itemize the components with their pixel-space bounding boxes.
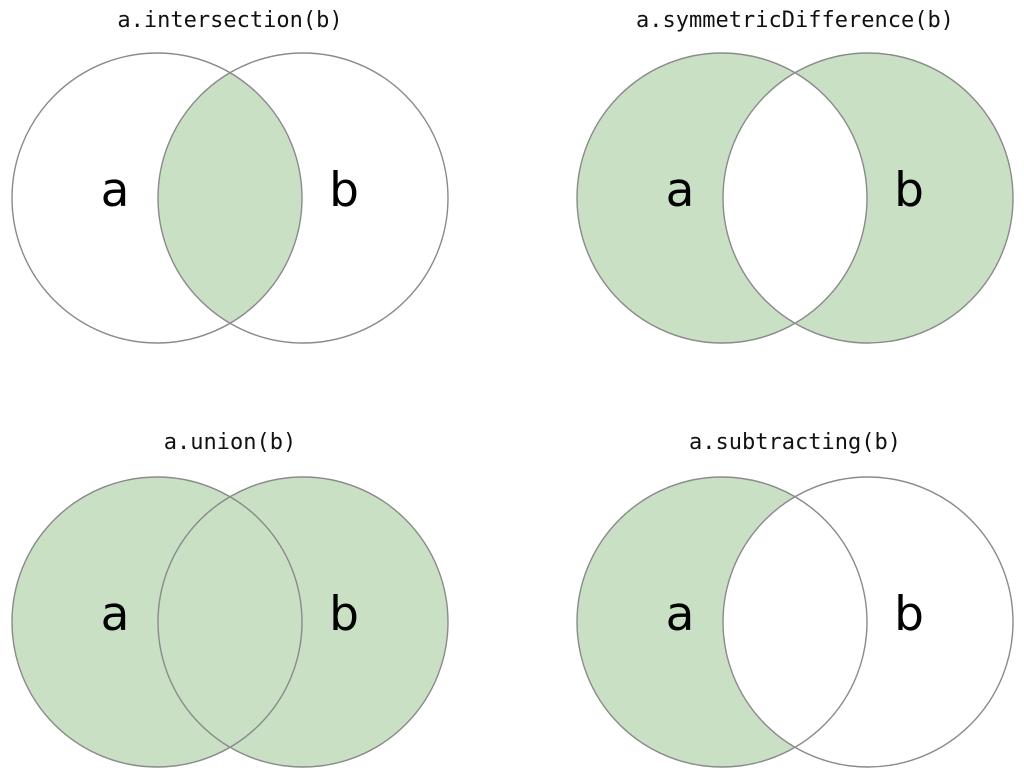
venn-diagram-subtracting: a b <box>576 476 1014 768</box>
set-label-b: b <box>329 587 359 642</box>
circle-b-outline <box>722 476 1014 768</box>
diagram-title: a.symmetricDifference(b) <box>636 8 954 33</box>
diagram-title: a.subtracting(b) <box>689 430 901 455</box>
circle-b-outline <box>157 476 449 768</box>
set-label-a: a <box>666 587 695 642</box>
venn-diagram-symmetric-difference: a b <box>576 52 1014 344</box>
set-label-b: b <box>894 163 924 218</box>
overlap-region <box>158 477 302 767</box>
set-label-a: a <box>101 587 130 642</box>
venn-diagram-intersection: a b <box>11 52 449 344</box>
venn-diagram-union: a b <box>11 476 449 768</box>
overlap-region <box>158 53 302 343</box>
set-label-a: a <box>101 163 130 218</box>
quadrant-union: a.union(b) a b <box>5 430 455 775</box>
overlap-region <box>723 53 867 343</box>
circle-a-outline <box>576 52 868 344</box>
circle-b-outline <box>722 52 1014 344</box>
circle-a-outline <box>11 52 303 344</box>
diagram-title: a.union(b) <box>163 430 297 455</box>
quadrant-symmetric-difference: a.symmetricDifference(b) a b <box>570 8 1020 351</box>
diagram-title: a.intersection(b) <box>117 8 343 33</box>
set-label-b: b <box>329 163 359 218</box>
quadrant-intersection: a.intersection(b) a b <box>5 8 455 351</box>
set-label-a: a <box>666 163 695 218</box>
circle-a-outline <box>576 476 868 768</box>
set-label-b: b <box>894 587 924 642</box>
overlap-region <box>723 477 867 767</box>
circle-b-outline <box>157 52 449 344</box>
quadrant-subtracting: a.subtracting(b) a b <box>570 430 1020 775</box>
circle-a-outline <box>11 476 303 768</box>
